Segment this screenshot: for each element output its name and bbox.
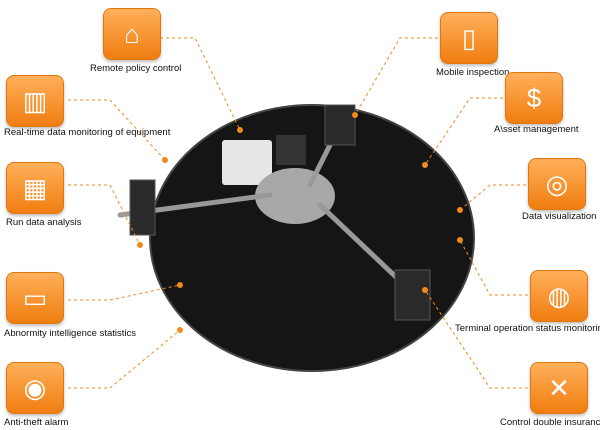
label-terminal-status: Terminal operation status monitoring [455,323,600,334]
monitor-icon: ▭ [6,272,64,324]
globe-search-icon: ◍ [530,270,588,322]
bar-chart-icon: ▥ [6,75,64,127]
battery [276,135,306,165]
sensor-brackets [129,104,431,321]
label-control-insurance: Control double insurance [500,417,600,428]
disc-rim [149,104,475,372]
connector-lines [68,37,528,389]
device-disc [150,105,474,371]
money-stack-icon: $ [505,72,563,124]
analysis-chart-icon: ▦ [6,162,64,214]
label-realtime-monitoring: Real-time data monitoring of equipment [4,127,171,138]
connector-dots [137,112,463,333]
mobile-devices-icon: ▯ [440,12,498,64]
label-data-visualization: Data visualization [522,211,597,222]
label-anti-theft-alarm: Anti-theft alarm [4,417,69,428]
label-remote-policy: Remote policy control [90,63,182,74]
house-icon: ⌂ [103,8,161,60]
tools-icon: ✕ [530,362,588,414]
label-asset-management: A\sset management [494,124,579,135]
center-hub [255,168,335,224]
control-box [222,140,272,185]
label-abnormity-statistics: Abnormity intelligence statistics [4,328,136,339]
glasses-icon: ◎ [528,158,586,210]
label-mobile-inspection: Mobile inspection [436,67,510,78]
alarm-icon: ◉ [6,362,64,414]
label-run-data-analysis: Run data analysis [6,217,82,228]
